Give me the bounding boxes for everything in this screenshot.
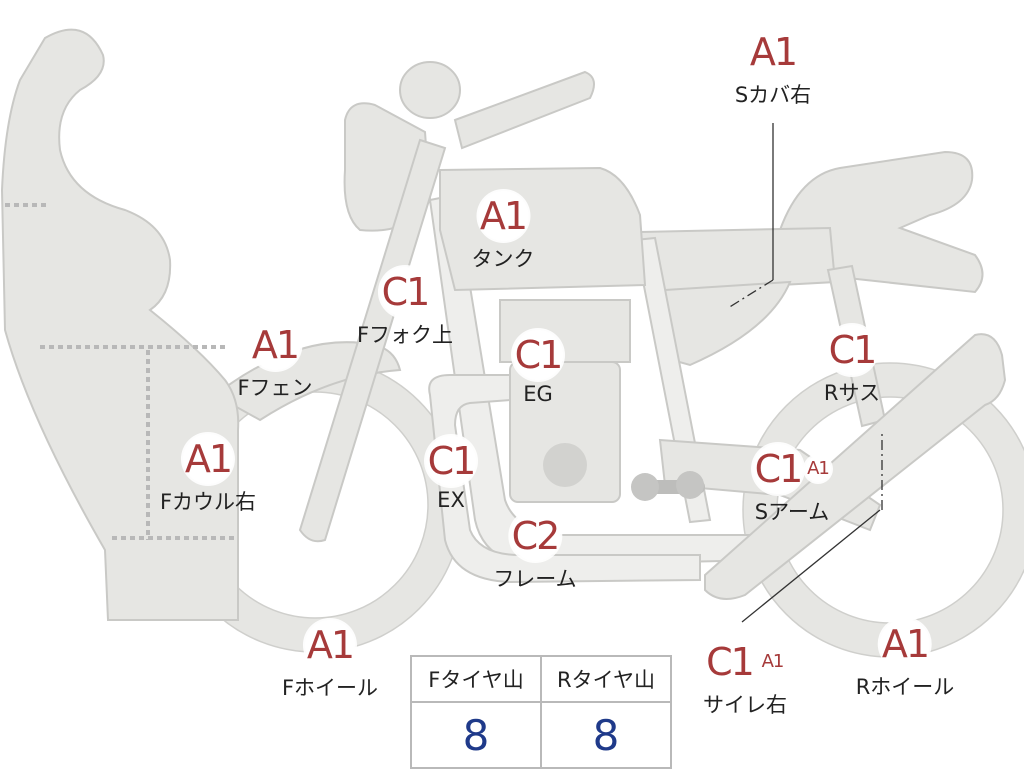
exhaust-shape — [428, 374, 701, 584]
part-label: Rホイール — [855, 675, 955, 699]
part-label: サイレ右 — [703, 693, 787, 717]
grade-badge-small: A1 — [759, 649, 786, 675]
marker-f-wheel: A1 Fホイール — [282, 620, 378, 702]
marker-f-fender: A1 Fフェン — [237, 320, 313, 402]
part-label: Sアーム — [754, 500, 830, 524]
front-tire-header: Fタイヤ山 — [410, 655, 542, 703]
front-tire-value: 8 — [410, 701, 542, 769]
marker-r-wheel: A1 Rホイール — [855, 619, 955, 701]
marker-s-arm: C1 A1 Sアーム — [753, 444, 831, 526]
part-label: Fフェン — [237, 376, 313, 400]
front-fork-shape — [298, 138, 447, 543]
rear-tire-value: 8 — [540, 701, 672, 769]
marker-frame: C2 フレーム — [493, 511, 577, 593]
grade-badge: A1 — [748, 27, 798, 77]
part-label: フレーム — [493, 567, 577, 591]
part-label: EX — [437, 488, 465, 512]
marker-s-cover-right: A1 Sカバ右 — [735, 27, 811, 109]
rear-tire-header: Rタイヤ山 — [540, 655, 672, 703]
marker-r-suspension: C1 Rサス — [824, 325, 880, 407]
tire-tread-table: Fタイヤ山 Rタイヤ山 8 8 — [410, 655, 672, 769]
marker-tank: A1 タンク — [472, 191, 535, 273]
marker-silencer-right: C1 A1 サイレ右 — [703, 637, 787, 719]
part-label: タンク — [471, 247, 535, 271]
marker-exhaust: C1 EX — [426, 436, 476, 512]
part-label: Fホイール — [281, 676, 379, 700]
grade-badge: C1 — [753, 444, 803, 494]
grade-badge: C1 — [704, 637, 755, 687]
cowl-panel-lines — [5, 203, 238, 540]
leader-silencer — [741, 509, 881, 623]
grade-badge-small: A1 — [805, 456, 831, 482]
front-cowl-shape — [0, 28, 240, 621]
part-label: EG — [523, 382, 553, 406]
marker-f-fork-upper: C1 Fフォク上 — [357, 267, 453, 349]
grade-badge: C1 — [380, 267, 430, 317]
silencer-shape — [704, 333, 1007, 600]
part-label: Rサス — [823, 381, 881, 405]
grade-badge: A1 — [250, 320, 300, 370]
grade-badge: A1 — [880, 619, 930, 669]
grade-badge: C1 — [426, 436, 476, 486]
grade-badge: C1 — [513, 330, 563, 380]
marker-f-cowl-right: A1 Fカウル右 — [160, 434, 256, 516]
grade-badge: A1 — [183, 434, 233, 484]
part-label: Fカウル右 — [159, 490, 257, 514]
side-cover-shape — [663, 280, 792, 367]
grade-badge: A1 — [305, 620, 355, 670]
part-label: Sカバ右 — [734, 83, 812, 107]
grade-badge: C1 — [826, 325, 877, 375]
marker-engine: C1 EG — [513, 330, 563, 406]
part-label: Fフォク上 — [356, 323, 454, 347]
grade-badge: A1 — [478, 191, 528, 241]
grade-badge: C2 — [510, 511, 560, 561]
